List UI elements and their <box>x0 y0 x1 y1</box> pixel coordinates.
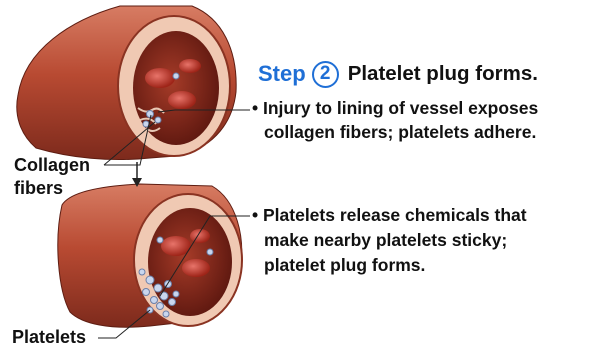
platelets-label: Platelets <box>12 325 86 349</box>
lower-vessel <box>58 184 242 327</box>
platelet <box>207 249 213 255</box>
step-heading: Step 2 Platelet plug forms. <box>258 58 538 90</box>
bullet-2-line-2: make nearby platelets sticky; <box>264 228 507 252</box>
upper-vessel-lumen <box>133 31 219 145</box>
red-blood-cell <box>145 68 175 88</box>
platelet <box>157 237 163 243</box>
platelet <box>173 73 179 79</box>
collagen-label-line-2: fibers <box>14 176 63 200</box>
bullet-1-line-2: collagen fibers; platelets adhere. <box>264 120 536 144</box>
down-arrow <box>132 162 142 187</box>
step-number-badge: 2 <box>312 61 339 88</box>
red-blood-cell <box>168 91 196 109</box>
bullet-1-line-1: • Injury to lining of vessel exposes <box>252 96 538 120</box>
step-title: Platelet plug forms. <box>348 62 538 86</box>
upper-vessel <box>17 6 236 160</box>
red-blood-cell <box>182 259 210 277</box>
step-word: Step <box>258 61 306 87</box>
platelet <box>155 117 161 123</box>
platelet <box>147 111 154 118</box>
bullet-2-line-1: • Platelets release chemicals that <box>252 203 527 227</box>
red-blood-cell <box>179 59 201 73</box>
bullet-2-line-3: platelet plug forms. <box>264 253 425 277</box>
collagen-label-line-1: Collagen <box>14 153 90 177</box>
